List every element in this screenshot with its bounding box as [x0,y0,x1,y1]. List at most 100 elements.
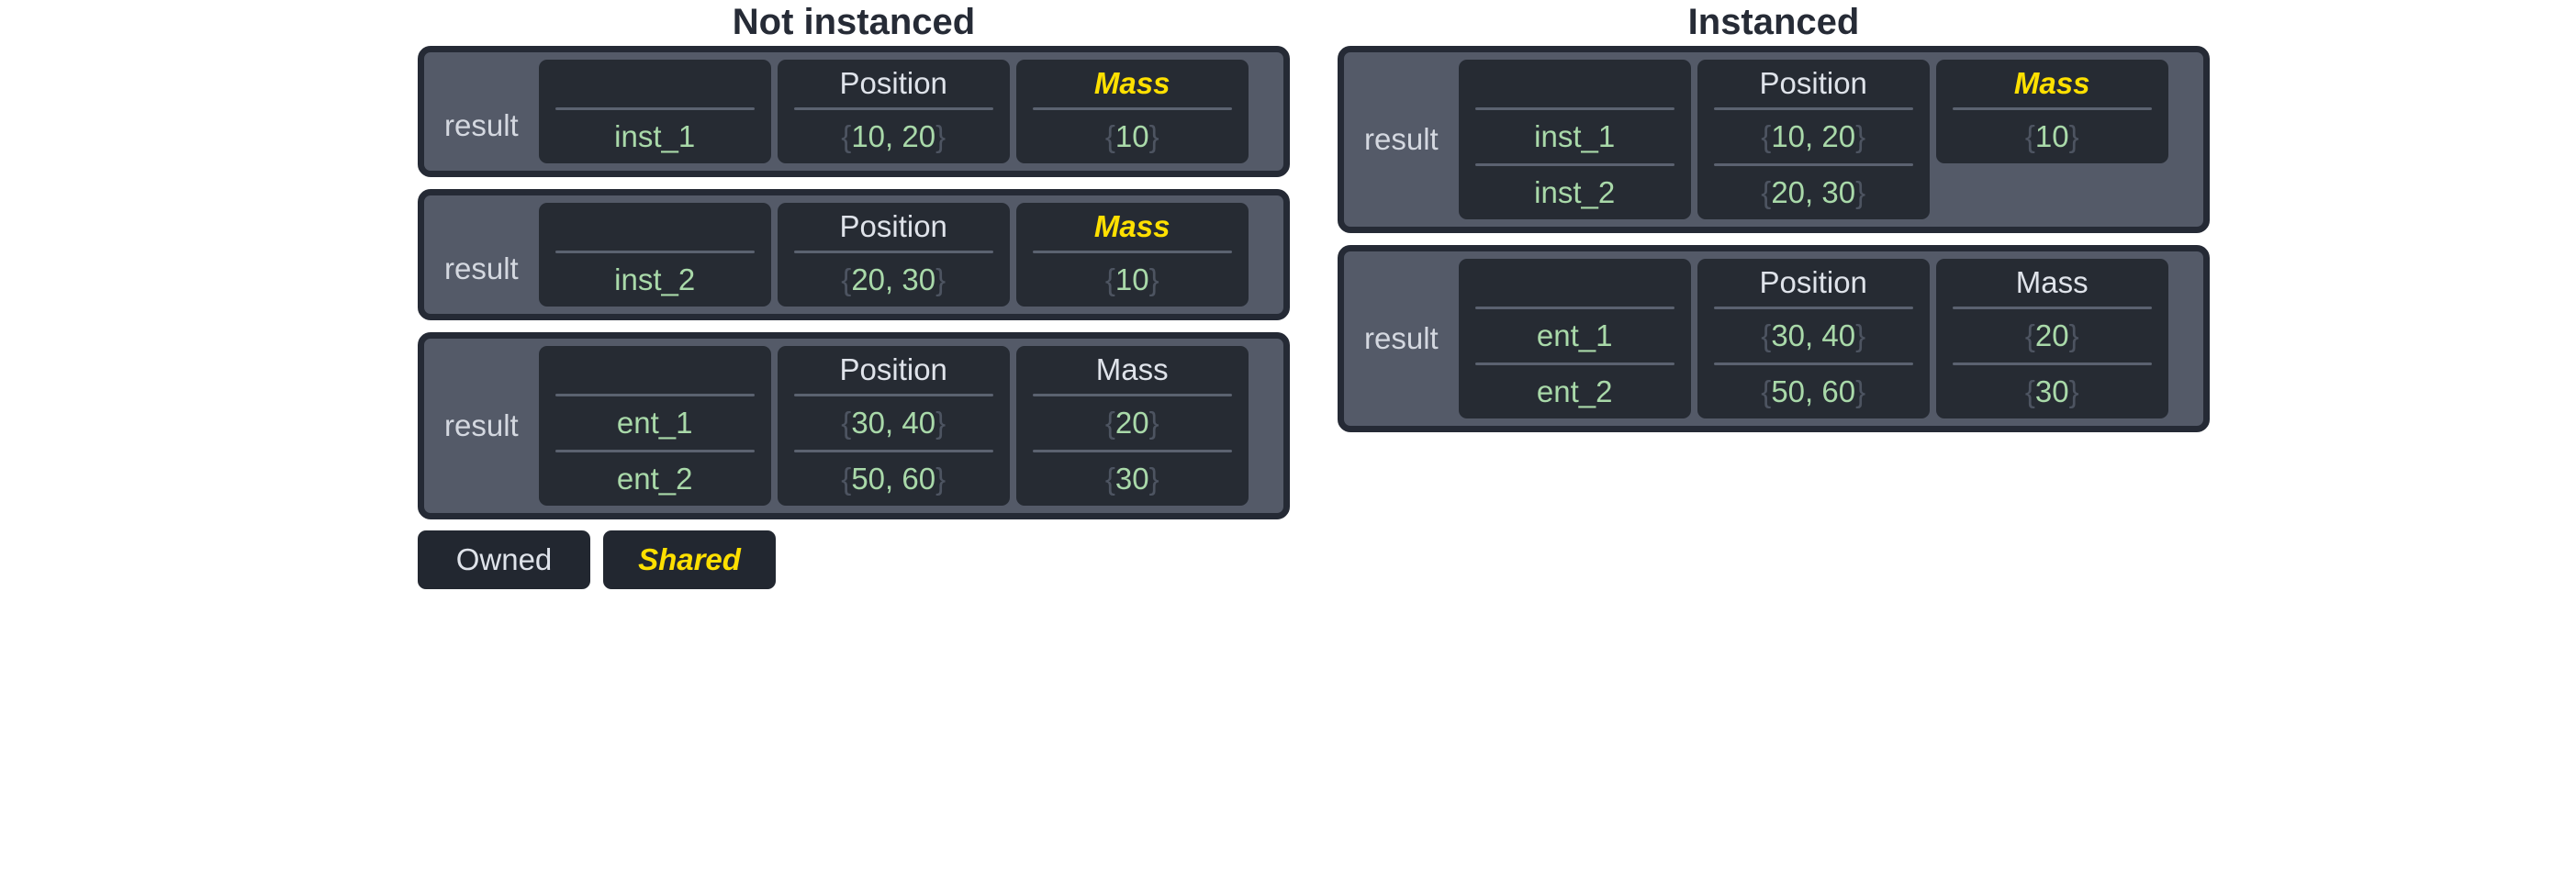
table-column-mass: Mass {10} [1935,60,2168,163]
row-divider [1952,307,2152,309]
table-columns: ent_1 ent_2 Position {30, 40} {50, 60} Mass {2… [538,346,1276,506]
row-divider [1032,251,1232,253]
column-header: Position [1759,265,1867,299]
table-cell: {50, 60} [841,462,946,496]
table-cell: {20, 30} [1761,175,1866,209]
table-column-pos: Position {10, 20} [777,60,1010,163]
row-divider [554,107,755,110]
section-title-instanced: Instanced [1687,2,1860,42]
row-divider [554,394,755,396]
row-divider [793,251,993,253]
column-header: Mass [2015,265,2089,299]
row-divider [1713,307,1913,309]
table-cell: inst_2 [1534,175,1616,209]
column-header: Mass [1095,352,1169,386]
table-owner-label: result [1364,122,1439,156]
table-cell: {10} [1104,262,1159,296]
table-column-mass: Mass {20} {30} [1015,346,1249,506]
column-header: Position [839,66,947,100]
row-divider [1952,362,2152,365]
section-title-not-instanced: Not instanced [732,2,976,42]
table-cell: {30, 40} [841,406,946,440]
table-owner-label: result [1364,321,1439,355]
table-owner-label: result [444,108,519,142]
table-cell: {10} [1104,119,1159,153]
legend-chip-owned[interactable]: Owned [418,530,590,589]
table-cell: {30, 40} [1761,318,1866,352]
row-divider [1032,450,1232,452]
table-cell: ent_1 [1536,318,1613,352]
table-columns: ent_1 ent_2 Position {30, 40} {50, 60} Mass {2… [1458,259,2196,418]
column-header: Mass [1093,209,1170,243]
legend-chip-shared[interactable]: Shared [603,530,776,589]
archetype-table: result inst_1 inst_2 Position {10, 20} {20, … [1338,46,2210,233]
row-divider [554,450,755,452]
table-cell: ent_1 [616,406,693,440]
table-cell: {20} [2024,318,2079,352]
table-columns: inst_1 inst_2 Position {10, 20} {20, 30} Mass… [1458,60,2196,219]
table-cell: {30} [2024,374,2079,408]
table-cell: {10, 20} [841,119,946,153]
table-cell: {10} [2024,119,2079,153]
row-divider [793,394,993,396]
column-header: Mass [1093,66,1170,100]
table-column-pos: Position {20, 30} [777,203,1010,307]
table-owner-label: result [444,408,519,442]
archetype-table: result ent_1 ent_2 Position {30, 40} {50, 60… [418,332,1290,519]
column-header [539,203,771,251]
table-column-mass: Mass {10} [1015,203,1249,307]
table-cell: ent_2 [1536,374,1613,408]
row-divider [554,251,755,253]
table-cell: {30} [1104,462,1159,496]
row-divider [1032,107,1232,110]
row-divider [1474,107,1674,110]
table-column-name: inst_1 inst_2 [1458,60,1691,219]
row-divider [1032,394,1232,396]
row-divider [1713,163,1913,166]
row-divider [1952,107,2152,110]
table-column-mass: Mass {20} {30} [1935,259,2168,418]
column-header [1459,259,1691,307]
table-cell: {50, 60} [1761,374,1866,408]
table-column-name: inst_2 [538,203,771,307]
table-cell: {10, 20} [1761,119,1866,153]
row-divider [1474,307,1674,309]
archetype-table: result ent_1 ent_2 Position {30, 40} {50, 60… [1338,245,2210,432]
column-header: Position [839,352,947,386]
table-column-name: inst_1 [538,60,771,163]
row-divider [793,450,993,452]
table-cell: ent_2 [616,462,693,496]
table-column-mass: Mass {10} [1015,60,1249,163]
column-header: Position [839,209,947,243]
row-divider [1713,362,1913,365]
table-columns: inst_1 Position {10, 20} Mass {10} [538,60,1276,163]
row-divider [1713,107,1913,110]
column-header [539,60,771,107]
table-column-name: ent_1 ent_2 [538,346,771,506]
table-cell: {20, 30} [841,262,946,296]
table-cell: inst_2 [614,262,696,296]
table-column-pos: Position {30, 40} {50, 60} [1697,259,1930,418]
column-header [1459,60,1691,107]
archetype-table: result inst_1 Position {10, 20} Mass {10} [418,46,1290,177]
table-cell: inst_1 [614,119,696,153]
table-column-pos: Position {30, 40} {50, 60} [777,346,1010,506]
column-header [539,346,771,394]
row-divider [1474,163,1674,166]
row-divider [1474,362,1674,365]
column-header: Position [1759,66,1867,100]
table-column-name: ent_1 ent_2 [1458,259,1691,418]
table-cell: {20} [1104,406,1159,440]
table-owner-label: result [444,251,519,285]
row-divider [793,107,993,110]
table-cell: inst_1 [1534,119,1616,153]
column-header: Mass [2013,66,2090,100]
table-columns: inst_2 Position {20, 30} Mass {10} [538,203,1276,307]
archetype-table: result inst_2 Position {20, 30} Mass {10} [418,189,1290,320]
